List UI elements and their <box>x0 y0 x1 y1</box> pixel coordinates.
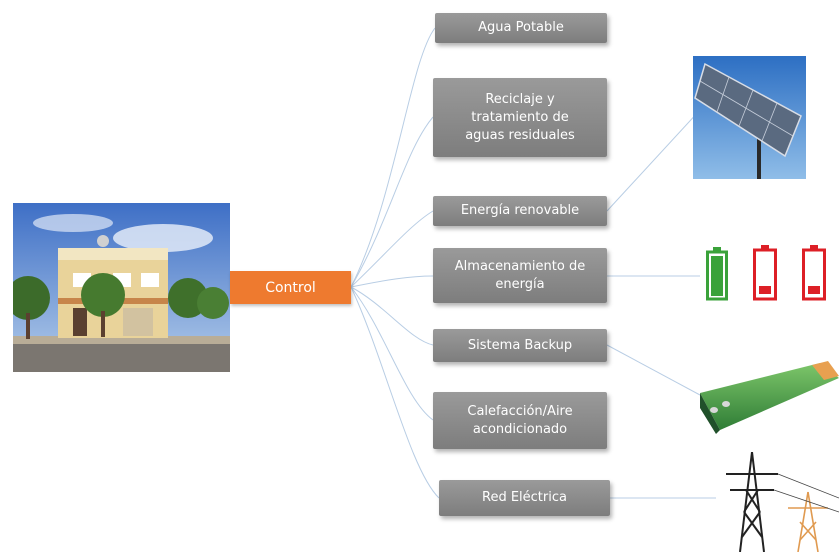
control-label: Control <box>265 279 316 296</box>
node-label: Calefacción/Aire acondicionado <box>467 403 573 437</box>
battery-low-icon <box>753 245 777 305</box>
battery-low-icon <box>802 245 826 305</box>
control-box: Control <box>230 271 351 304</box>
solar-panel-photo <box>693 56 806 179</box>
node-agua-potable: Agua Potable <box>435 13 607 43</box>
node-label: Almacenamiento de energía <box>454 258 586 292</box>
node-label: Reciclaje y tratamiento de aguas residua… <box>465 91 575 143</box>
connector-energia <box>350 210 434 288</box>
node-label: Agua Potable <box>478 20 564 35</box>
node-red-electrica: Red Eléctrica <box>439 480 610 516</box>
connector-clima <box>350 286 434 421</box>
node-label: Sistema Backup <box>467 337 573 353</box>
connector-solar <box>606 109 701 212</box>
node-calefaccion: Calefacción/Aire acondicionado <box>433 392 607 449</box>
node-energia-renovable: Energía renovable <box>433 196 607 226</box>
node-label: Red Eléctrica <box>482 490 567 505</box>
connector-reciclaje <box>350 116 434 288</box>
connector-red <box>350 286 440 499</box>
power-tower-icon <box>716 451 839 553</box>
connector-agua <box>350 27 436 288</box>
connector-almacenamiento <box>350 275 434 288</box>
lithium-cell-photo <box>700 358 839 434</box>
battery-full-icon <box>706 247 728 305</box>
connector-cell <box>606 344 701 396</box>
node-reciclaje: Reciclaje y tratamiento de aguas residua… <box>433 78 607 157</box>
node-sistema-backup: Sistema Backup <box>433 329 607 362</box>
connector-backup <box>350 286 434 346</box>
node-label: Energía renovable <box>460 203 580 218</box>
house-photo <box>13 203 230 372</box>
node-almacenamiento: Almacenamiento de energía <box>433 248 607 303</box>
